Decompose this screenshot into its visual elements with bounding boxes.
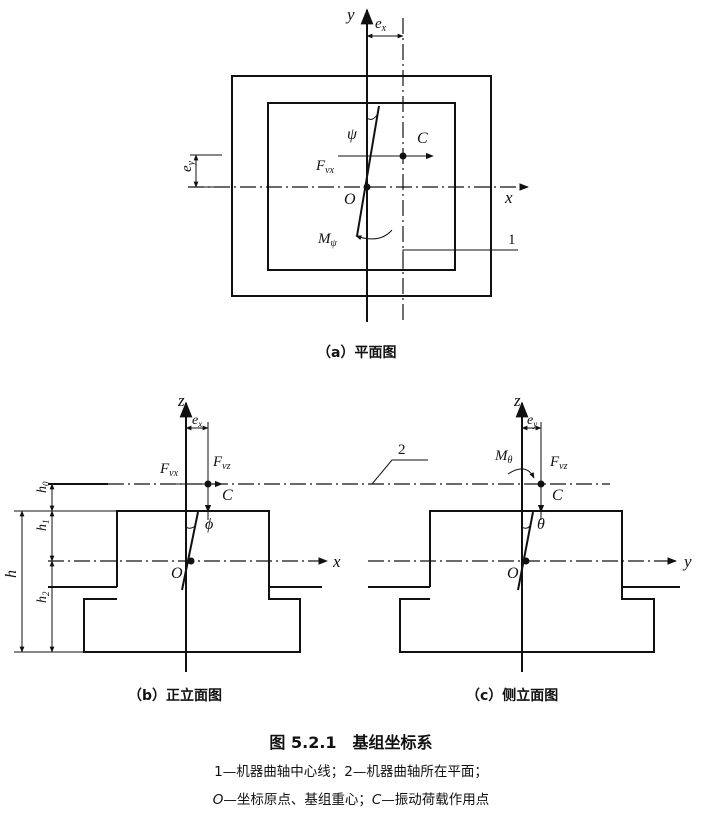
theta-arc [521,525,531,529]
leader-1-line [402,249,518,270]
o-label-b: O [171,565,183,582]
y-label-c: y [682,552,692,571]
fvx-label-b: Fvx [159,461,179,479]
label-1: 1 [508,232,516,248]
foundation-outline-c [399,510,655,653]
label-2: 2 [398,442,406,458]
point-c-c [537,480,545,488]
h2-label: h2 [35,591,51,603]
psi-label: ψ [347,126,358,143]
ey-label: ey [179,160,197,172]
x-label-b: x [332,552,341,571]
z-label-c: z [513,391,521,410]
z-label-b: z [177,391,185,410]
panel-b-front: z ex x Fvx Fvz C ϕ O h0 h1 h h2 （b）正立面图 [3,391,610,704]
origin-o-c [522,557,530,565]
origin-o-plan [363,183,371,191]
o-label-plan: O [344,191,356,208]
m-psi-label: Mψ [317,231,338,249]
figure-caption: 图 5.2.1 基组坐标系 1—机器曲轴中心线；2—机器曲轴所在平面； O—坐标… [213,733,490,808]
leader-2-line [371,459,428,485]
origin-o-b [187,557,195,565]
y-axis-label-plan: y [345,5,355,24]
point-c-b [204,480,212,488]
theta-label: θ [537,516,545,533]
caption-b: （b）正立面图 [128,687,222,704]
crankshaft-line-plan [356,105,380,237]
caption-a: （a）平面图 [317,345,396,361]
point-c-plan [399,152,407,160]
h1-label: h1 [35,520,51,532]
crankshaft-line-b [181,511,199,591]
legend-line-1: 1—机器曲轴中心线；2—机器曲轴所在平面； [214,764,488,780]
h0-label: h0 [35,481,51,493]
legend-line-2: O—坐标原点、基组重心；C—振动荷载作用点 [213,791,490,808]
phi-label: ϕ [205,516,213,533]
m-theta-label: Mθ [494,448,513,466]
ey-label-c: ey [527,413,537,429]
fvx-label: Fvx [315,158,335,176]
h-label: h [3,570,20,578]
crankshaft-line-c [517,511,534,591]
moment-psi-arc [355,229,393,240]
c-label-c: C [552,487,563,504]
figure-title: 图 5.2.1 基组坐标系 [269,733,432,752]
caption-c: （c）侧立面图 [466,687,558,704]
moment-theta-arc [507,468,535,479]
phi-arc [185,525,196,529]
outer-rectangle [231,75,492,297]
o-label-c: O [507,565,519,582]
foundation-outline-b [83,510,301,653]
x-axis-label-plan: x [504,188,513,207]
fvz-label-b: Fvz [212,454,231,472]
fvz-label-c: Fvz [549,454,568,472]
psi-arc [366,114,378,120]
c-label-b: C [222,487,233,504]
panel-c-side: z ey y Mθ Fvz C θ O 2 （c）侧立面图 [368,391,692,704]
panel-a-plan: ex ey ψ Fvx C O y x Mψ 1 （a）平面图 [179,5,529,361]
ex-label: ex [375,16,387,34]
c-label-plan: C [417,130,428,147]
ex-label-b: ex [192,413,202,429]
